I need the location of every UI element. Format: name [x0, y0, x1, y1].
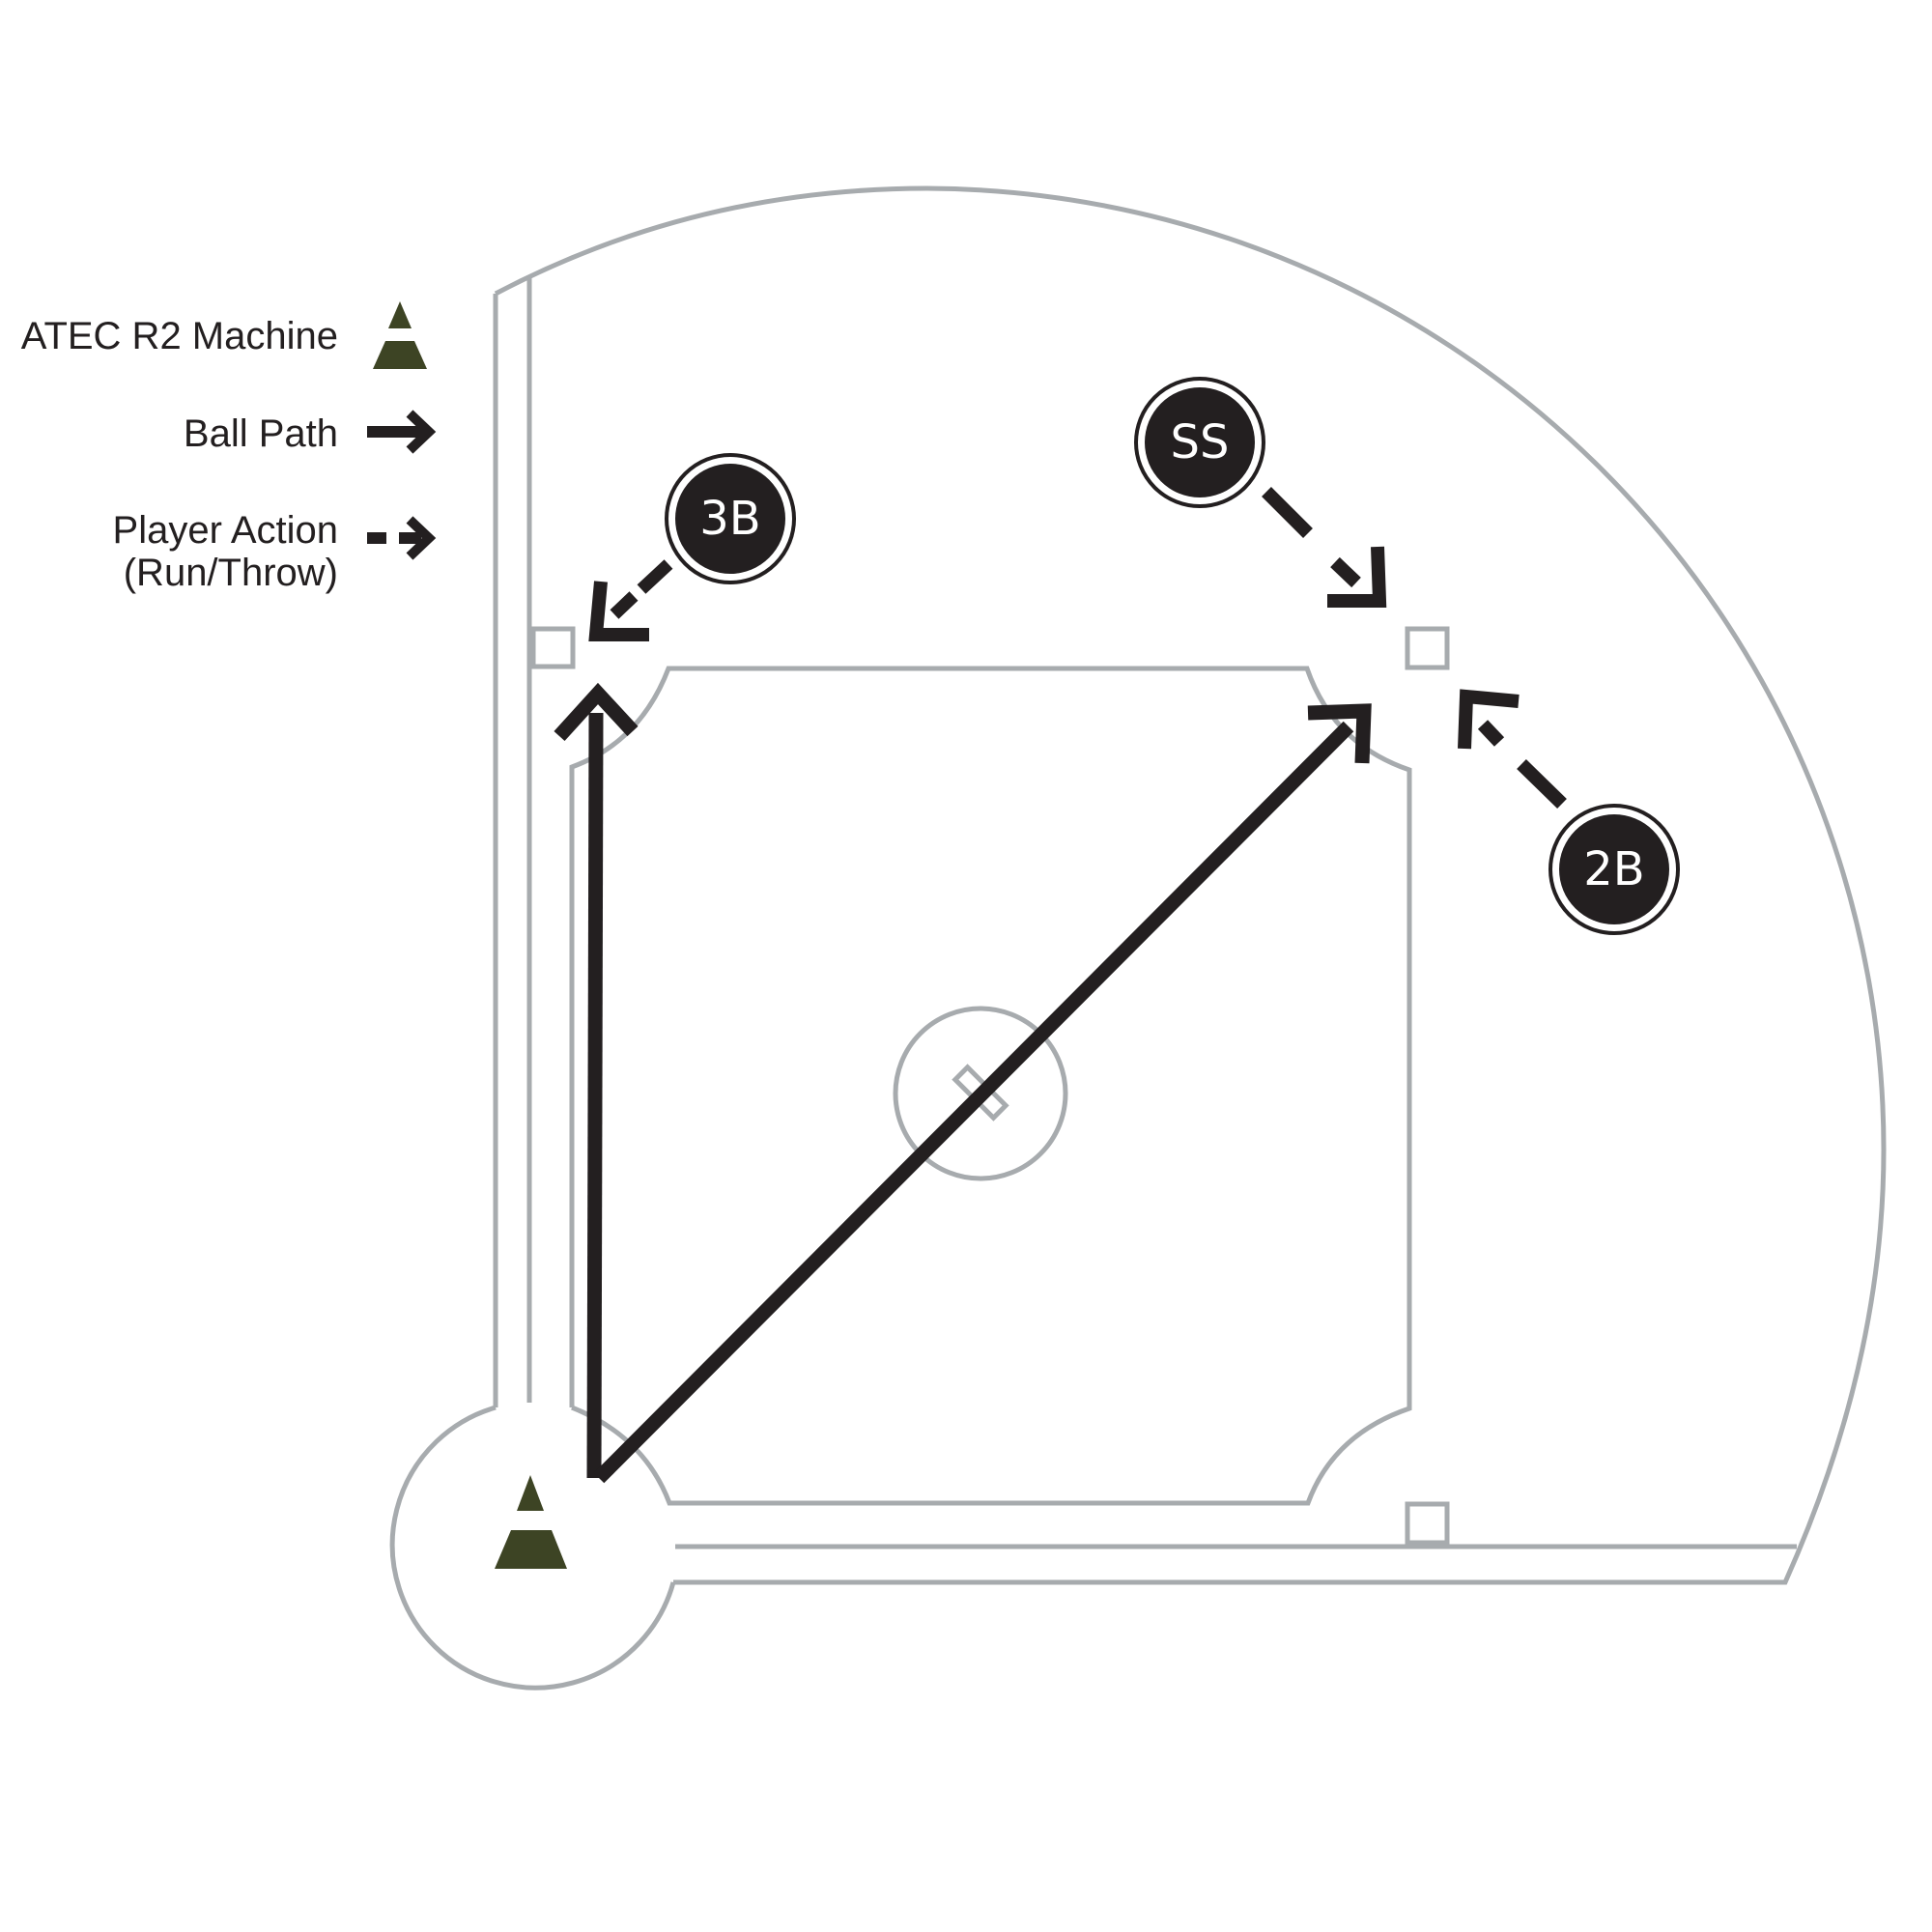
- second-base: [1405, 626, 1450, 670]
- third-base-action-arrow: [588, 559, 673, 641]
- shortstop-action-arrow: [1262, 487, 1387, 608]
- legend-machine-icon: [373, 301, 427, 369]
- home-plate-circle: [389, 1405, 676, 1690]
- field-outline: [493, 185, 1887, 1585]
- legend-ball-path-label: Ball Path: [183, 412, 338, 455]
- third-base: [530, 626, 576, 669]
- legend-solid-arrow-icon: [367, 410, 437, 454]
- ball-path-home-to-third: [554, 682, 639, 1479]
- player-shortstop-label: SS: [1171, 415, 1230, 469]
- ball-path-third-to-second: [593, 703, 1372, 1484]
- infield-dirt: [569, 666, 1412, 1506]
- legend-machine-label: ATEC R2 Machine: [20, 315, 338, 357]
- legend-player-action-label: Player Action (Run/Throw): [112, 509, 338, 594]
- atec-r2-machine-icon: [495, 1475, 567, 1569]
- player-shortstop: SS: [1134, 377, 1265, 508]
- first-base: [1405, 1501, 1450, 1546]
- legend-dashed-arrow-icon: [367, 516, 437, 560]
- pitchers-mound: [893, 1006, 1068, 1181]
- player-third-base: 3B: [665, 453, 796, 584]
- player-second-base: 2B: [1548, 804, 1680, 935]
- player-third-base-label: 3B: [699, 492, 760, 546]
- second-base-action-arrow: [1458, 689, 1567, 810]
- player-second-base-label: 2B: [1583, 842, 1644, 896]
